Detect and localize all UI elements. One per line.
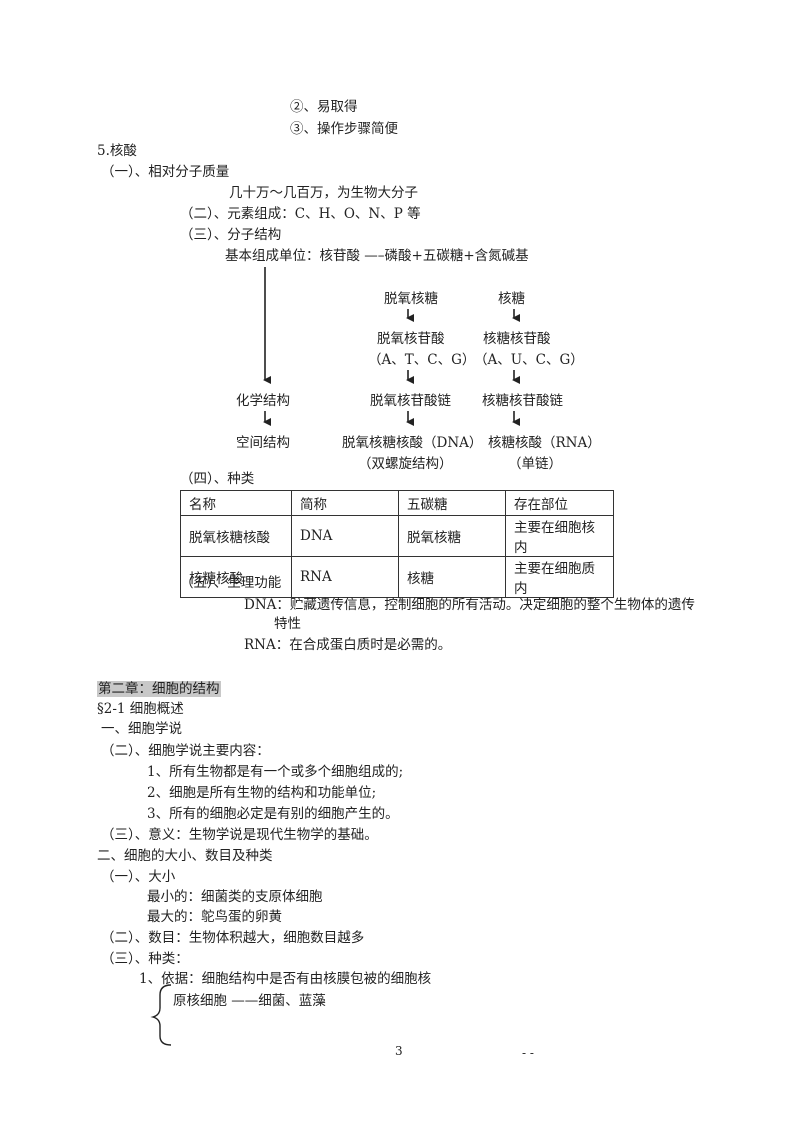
diagram-label: 空间结构 [236,435,290,451]
diagram-label: 核糖核苷酸 [483,331,551,347]
diagram-label: （A、T、C、G） [368,352,476,368]
table-cell: RNA [291,556,399,598]
page-number: 3 [395,1044,403,1058]
text-line: 原核细胞 ——细菌、蓝藻 [173,993,326,1009]
chapter-title-text: 第二章：细胞的结构 [97,681,221,697]
diagram-label: 核糖核苷酸链 [482,393,563,409]
list-item: 2、细胞是所有生物的结构和功能单位; [147,785,377,801]
diagram-label: （双螺旋结构） [358,456,453,472]
text-line: 一、细胞学说 [101,721,182,737]
diagram-label: （单链） [508,456,562,472]
diagram-label: 化学结构 [236,393,290,409]
text-line: 最小的：细菌类的支原体细胞 [147,889,323,905]
subsection-title: （二）、元素组成：C、H、O、N、P 等 [180,206,421,222]
text-line: 特性 [274,616,301,632]
text-line: （三）、种类： [101,951,189,967]
diagram-label: 核糖核酸（RNA） [488,435,601,451]
table-header: 存在部位 [505,490,614,516]
text-line: （三）、意义：生物学说是现代生物学的基础。 [101,827,378,843]
text-line: （二）、细胞学说主要内容： [101,743,270,759]
diagram-label: （A、U、C、G） [474,352,584,368]
text-line: 最大的：鸵鸟蛋的卵黄 [147,909,282,925]
table-cell: 主要在细胞质内 [505,556,614,598]
text-line: DNA：贮藏遗传信息，控制细胞的所有活动。决定细胞的整个生物体的遗传 [244,597,695,613]
table-header: 五碳糖 [398,490,506,516]
table-row: 脱氧核糖核酸 DNA 脱氧核糖 主要在细胞核内 [180,515,614,557]
subsection-title: （五）、生理功能 [180,575,282,591]
subsection-title: （一）、相对分子质量 [101,164,230,180]
brace-icon [150,984,172,1046]
nucleic-acid-table: 名称 简称 五碳糖 存在部位 脱氧核糖核酸 DNA 脱氧核糖 主要在细胞核内 核… [180,490,614,598]
section-heading: 5.核酸 [97,143,137,159]
table-cell: 核糖 [398,556,506,598]
section-title: §2-1 细胞概述 [97,701,184,717]
diagram-label: 脱氧核苷酸 [377,331,445,347]
table-cell: DNA [291,515,399,557]
diagram-label: 脱氧核糖 [384,291,438,307]
footer-marks: - - [522,1046,534,1060]
diagram-label: 脱氧核糖核酸（DNA） [342,435,483,451]
list-item: 1、所有生物都是有一个或多个细胞组成的; [147,764,404,780]
table-header: 名称 [180,490,292,516]
subsection-title: （四）、种类 [180,471,255,487]
text-line: 基本组成单位：核苷酸 —–磷酸+五碳糖+含氮碱基 [225,248,529,264]
list-item: ②、易取得 [290,99,358,115]
chapter-title: 第二章：细胞的结构 [97,680,221,698]
diagram-label: 脱氧核苷酸链 [370,393,451,409]
text-line: 二、细胞的大小、数目及种类 [97,848,273,864]
table-row: 核糖核酸 RNA 核糖 主要在细胞质内 [180,556,614,598]
list-item: 3、所有的细胞必定是有别的细胞产生的。 [147,806,399,822]
subsection-title: （三）、分子结构 [180,227,282,243]
text-line: 几十万～几百万，为生物大分子 [229,185,418,201]
table-header: 简称 [291,490,399,516]
table-cell: 脱氧核糖 [398,515,506,557]
text-line: 1、依据：细胞结构中是否有由核膜包被的细胞核 [139,971,432,987]
text-line: （二）、数目：生物体积越大，细胞数目越多 [101,930,365,946]
text-line: RNA：在合成蛋白质时是必需的。 [244,637,452,653]
table-cell: 主要在细胞核内 [505,515,614,557]
list-item: ③、操作步骤简便 [290,121,398,137]
table-cell: 核糖核酸 [180,556,292,598]
diagram-label: 核糖 [498,291,525,307]
table-cell: 脱氧核糖核酸 [180,515,292,557]
table-header-row: 名称 简称 五碳糖 存在部位 [180,490,614,516]
text-line: （一）、大小 [101,869,176,885]
